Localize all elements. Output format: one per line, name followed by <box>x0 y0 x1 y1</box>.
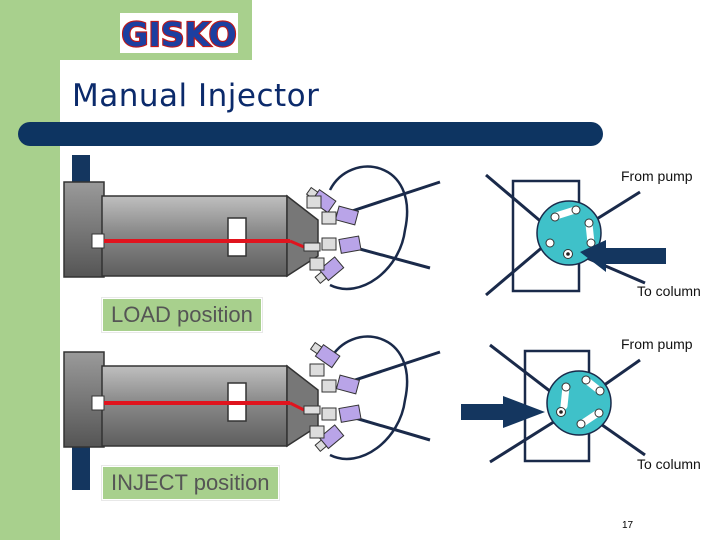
title-underline-bar <box>18 122 603 146</box>
load-to-column-label: To column <box>637 283 701 299</box>
inject-position-label: INJECT position <box>102 466 279 500</box>
gisko-logo: GISKO <box>120 13 238 55</box>
load-barrel <box>101 195 288 277</box>
inject-injector-body <box>63 351 321 490</box>
load-barrel-window <box>227 217 247 257</box>
left-green-band <box>0 0 60 540</box>
inject-valve-schematic <box>461 343 646 464</box>
page-number: 17 <box>622 520 634 531</box>
inject-from-pump-label: From pump <box>621 336 693 352</box>
inject-valve-fittings <box>309 335 441 461</box>
load-cap-window <box>91 233 105 249</box>
load-position-label: LOAD position <box>102 298 262 332</box>
load-flow-arrow <box>580 240 666 272</box>
inject-flow-arrow <box>461 396 545 428</box>
load-injector-body <box>63 155 321 278</box>
inject-barrel <box>101 365 288 447</box>
load-valve-schematic <box>485 173 666 297</box>
load-from-pump-label: From pump <box>621 168 693 184</box>
load-end-cap <box>63 181 105 278</box>
inject-to-column-label: To column <box>637 456 701 472</box>
logo-text: GISKO <box>121 15 236 54</box>
load-valve-fittings <box>305 165 441 291</box>
load-barrel-tip <box>286 194 319 278</box>
slide-title: Manual Injector <box>72 78 320 114</box>
